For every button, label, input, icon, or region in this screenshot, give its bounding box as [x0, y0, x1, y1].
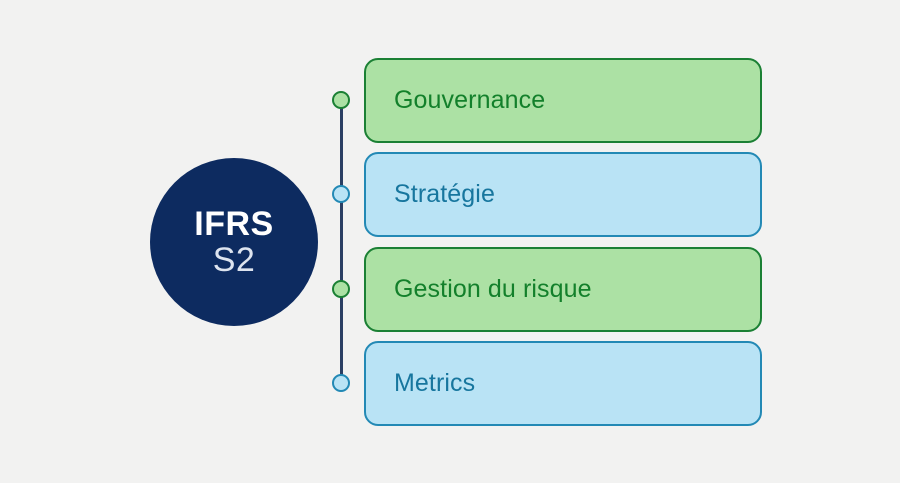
pillar-label-1: Gouvernance [394, 86, 546, 114]
pillar-box-2[interactable]: Stratégie [364, 152, 762, 237]
hub-title-secondary: S2 [212, 241, 256, 279]
pillar-label-3: Gestion du risque [394, 275, 592, 303]
connector-dot-gestion-du-risque [332, 280, 350, 298]
hub-title-primary: IFRS [194, 204, 274, 243]
pillar-label-2: Stratégie [394, 180, 495, 208]
pillar-label-4: Metrics [394, 369, 476, 397]
timeline-axis-line [339, 100, 343, 383]
connector-dot-metrics [332, 374, 350, 392]
pillar-box-3[interactable]: Gestion du risque [364, 247, 762, 332]
pillar-box-1[interactable]: Gouvernance [364, 58, 762, 143]
ifrs-s2-hub-circle: IFRS S2 [150, 158, 318, 326]
connector-dot-gouvernance [332, 91, 350, 109]
connector-dot-strategie [332, 185, 350, 203]
pillar-box-4[interactable]: Metrics [364, 341, 762, 426]
